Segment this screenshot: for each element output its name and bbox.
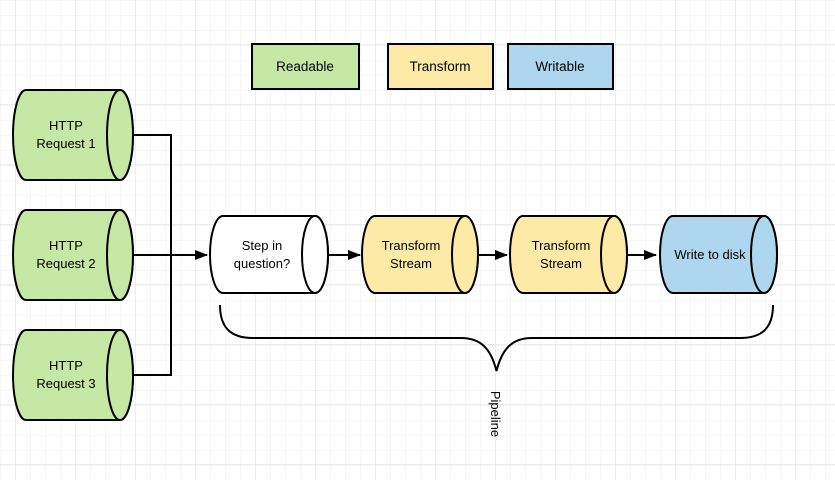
node-label-line1: Write to disk [674, 247, 746, 262]
node-http-request-1[interactable]: HTTP Request 1 [12, 89, 134, 181]
node-http-request-2[interactable]: HTTP Request 2 [12, 209, 134, 301]
node-label-line1: HTTP [49, 118, 83, 133]
legend-swatch-readable [251, 43, 360, 90]
cylinder-cap [750, 215, 778, 294]
pipeline-brace-label: Pipeline [488, 391, 503, 437]
node-label-line1: HTTP [49, 238, 83, 253]
node-transform-stream-1[interactable]: Transform Stream [361, 215, 479, 294]
cylinder-cap [451, 215, 479, 294]
node-label-line2: Request 1 [36, 136, 95, 151]
node-transform-stream-2[interactable]: Transform Stream [509, 215, 628, 294]
legend-item-readable[interactable]: Readable [251, 43, 360, 90]
legend: Readable Transform Writable [251, 43, 614, 90]
legend-swatch-writable [507, 43, 614, 90]
legend-item-transform[interactable]: Transform [387, 43, 494, 90]
node-label-line1: Transform [382, 238, 441, 253]
node-label-line1: Step in [242, 238, 282, 253]
legend-item-writable[interactable]: Writable [507, 43, 614, 90]
node-write-to-disk[interactable]: Write to disk [659, 215, 778, 294]
node-label-line1: Transform [532, 238, 591, 253]
legend-label-writable: Writable [535, 59, 584, 74]
legend-label-readable: Readable [276, 59, 334, 74]
node-label-line2: question? [234, 256, 290, 271]
cylinder-cap [106, 329, 134, 421]
node-http-request-3[interactable]: HTTP Request 3 [12, 329, 134, 421]
cylinder-cap [106, 209, 134, 301]
node-label-line2: Stream [390, 256, 432, 271]
cylinder-cap [301, 215, 329, 294]
legend-swatch-transform [387, 43, 494, 90]
connectors [133, 134, 657, 376]
node-label-line2: Request 2 [36, 256, 95, 271]
pipeline-brace-group: Pipeline [219, 304, 774, 437]
node-step-in-question[interactable]: Step in question? [209, 215, 329, 294]
node-label-line1: HTTP [49, 358, 83, 373]
legend-label-transform: Transform [409, 59, 470, 74]
pipeline-brace[interactable] [219, 304, 774, 372]
cylinder-cap [600, 215, 628, 294]
cylinder-cap [106, 89, 134, 181]
node-label-line2: Request 3 [36, 376, 95, 391]
node-label-line2: Stream [540, 256, 582, 271]
